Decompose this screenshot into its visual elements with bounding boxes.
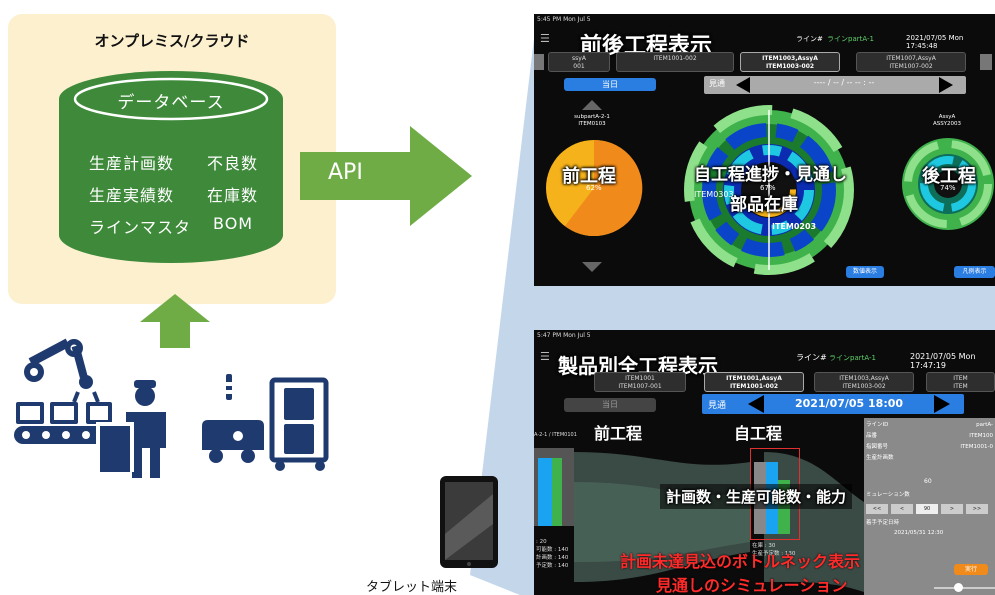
start-date-label: 着手予定日時: [866, 520, 900, 526]
db-item-line-master: ラインマスタ: [89, 218, 192, 237]
right-part-label2: ASSY2003: [932, 121, 962, 127]
next-process-overlay: 後工程: [922, 166, 976, 187]
stepper-last[interactable]: >>: [966, 504, 988, 514]
center-item-label1: ITEM0303: [694, 190, 734, 199]
left-part-label1: subpartA-2-1: [574, 114, 610, 120]
tablet-icon: [440, 476, 498, 568]
forecast-bar-2: [702, 394, 964, 414]
screen-process-view: 5:45 PM Mon Jul 5 ☰ 前後工程表示 ライン# ラインpartA…: [534, 14, 995, 286]
api-arrow-icon: [300, 126, 472, 226]
right-part-label1: AssyA: [938, 114, 956, 120]
db-item-defect-qty: 不良数: [207, 154, 259, 173]
datetime: 2021/07/05 Mon 17:45:48: [906, 34, 964, 50]
simulation-count-label: ミュレーション数: [866, 492, 910, 498]
tablet-label: タブレット端末: [366, 580, 458, 595]
forecast-next-button[interactable]: [939, 77, 953, 93]
start-date-value[interactable]: 2021/05/31 12:30: [894, 530, 944, 536]
on-premise-cloud-title: オンプレミス/クラウド: [94, 32, 250, 50]
plan-value: 60: [924, 478, 932, 485]
forecast-value: ---- / -- / -- -- : --: [813, 78, 875, 87]
slider-track[interactable]: [934, 587, 995, 589]
forecast-bar: [704, 76, 966, 94]
next-process-pct: 74%: [940, 184, 956, 192]
center-stats: 在庫 : 30 生産予定数 : 130: [752, 543, 796, 557]
factory-robot-icon: [14, 338, 166, 478]
stepper-prev[interactable]: <: [891, 504, 913, 514]
line-label-2: ライン#: [796, 353, 827, 362]
left-bar-green: [552, 458, 562, 526]
menu-icon-2[interactable]: ☰: [540, 350, 550, 363]
prev-process-overlay: 前工程: [562, 166, 616, 187]
forecast-next-button-2[interactable]: [934, 395, 950, 413]
bottleneck-overlay: 計画未達見込のボトルネック表示: [620, 552, 861, 571]
prev-process-pie: [546, 139, 643, 236]
agv-cart-icon: [202, 374, 329, 471]
stepper-next[interactable]: >: [941, 504, 963, 514]
slider-thumb[interactable]: [954, 583, 963, 592]
tab-item-2[interactable]: ITEM1001-002: [616, 52, 734, 72]
status-time: 5:45 PM Mon Jul 5: [537, 16, 591, 23]
forecast-value-2: 2021/07/05 18:00: [794, 397, 904, 410]
up-arrow-icon: [140, 294, 210, 348]
scroll-down-button[interactable]: [582, 262, 602, 272]
center-item-label2: ITEM0203: [772, 222, 817, 231]
scroll-up-button[interactable]: [582, 100, 602, 110]
line-value: ラインpartA-1: [827, 35, 874, 43]
execute-button[interactable]: 実行: [954, 564, 988, 575]
today-button[interactable]: 当日: [564, 78, 656, 91]
left-bar-blue: [538, 458, 552, 526]
left-part-label2: ITEM0103: [578, 121, 606, 127]
self-process-overlay: 自工程進捗・見通し: [694, 165, 847, 185]
simulation-stepper: << < 90 > >>: [866, 504, 988, 514]
stepper-value[interactable]: 90: [916, 504, 938, 514]
self-process-heading: 自工程: [734, 424, 783, 443]
line-label: ライン#: [796, 35, 823, 43]
screen-product-view: 5:47 PM Mon Jul 5 ☰ 製品別全工程表示 ライン# ラインpar…: [534, 330, 995, 595]
line-value-2: ラインpartA-1: [829, 354, 876, 362]
plan-capacity-overlay: 計画数・生産可能数・能力: [660, 484, 853, 509]
api-label: API: [328, 160, 363, 185]
status-time-2: 5:47 PM Mon Jul 5: [537, 332, 591, 339]
forecast-prev-button-2[interactable]: [748, 395, 764, 413]
forecast-label-2: 見通: [708, 401, 727, 411]
menu-icon[interactable]: ☰: [540, 32, 550, 45]
self-process-donut: [684, 105, 854, 275]
tab-scroll-right-button[interactable]: [980, 54, 992, 70]
parts-stock-overlay: 部品在庫: [730, 195, 798, 215]
next-process-donut: [902, 138, 994, 230]
db-item-stock-qty: 在庫数: [207, 186, 259, 205]
forecast-label: 見通: [709, 79, 725, 88]
forecast-prev-button[interactable]: [736, 77, 750, 93]
database-cylinder: [59, 71, 283, 263]
prev-process-pct: 62%: [586, 184, 602, 192]
tab-scroll-left-button[interactable]: [534, 54, 544, 70]
db-item-planned-qty: 生産計画数: [89, 154, 175, 173]
left-item-id: A-2-1 / ITEM0101: [534, 432, 577, 438]
simulation-overlay: 見通しのシミュレーション: [656, 576, 848, 595]
center-pct: 67%: [760, 184, 776, 192]
count-display-button[interactable]: 数値表示: [846, 266, 884, 278]
prev-process-heading: 前工程: [594, 424, 643, 443]
stepper-first[interactable]: <<: [866, 504, 888, 514]
legend-display-button[interactable]: 凡例表示: [954, 266, 995, 278]
today-button-2[interactable]: 当日: [564, 398, 656, 412]
database-label: データベース: [117, 93, 225, 113]
datetime-2: 2021/07/05 Mon 17:47:19: [910, 352, 976, 370]
db-item-bom: BOM: [213, 214, 254, 233]
left-stats: : 20 可能数 : 140 計画数 : 140 予定数 : 140: [536, 539, 569, 569]
db-item-actual-qty: 生産実績数: [89, 186, 175, 205]
